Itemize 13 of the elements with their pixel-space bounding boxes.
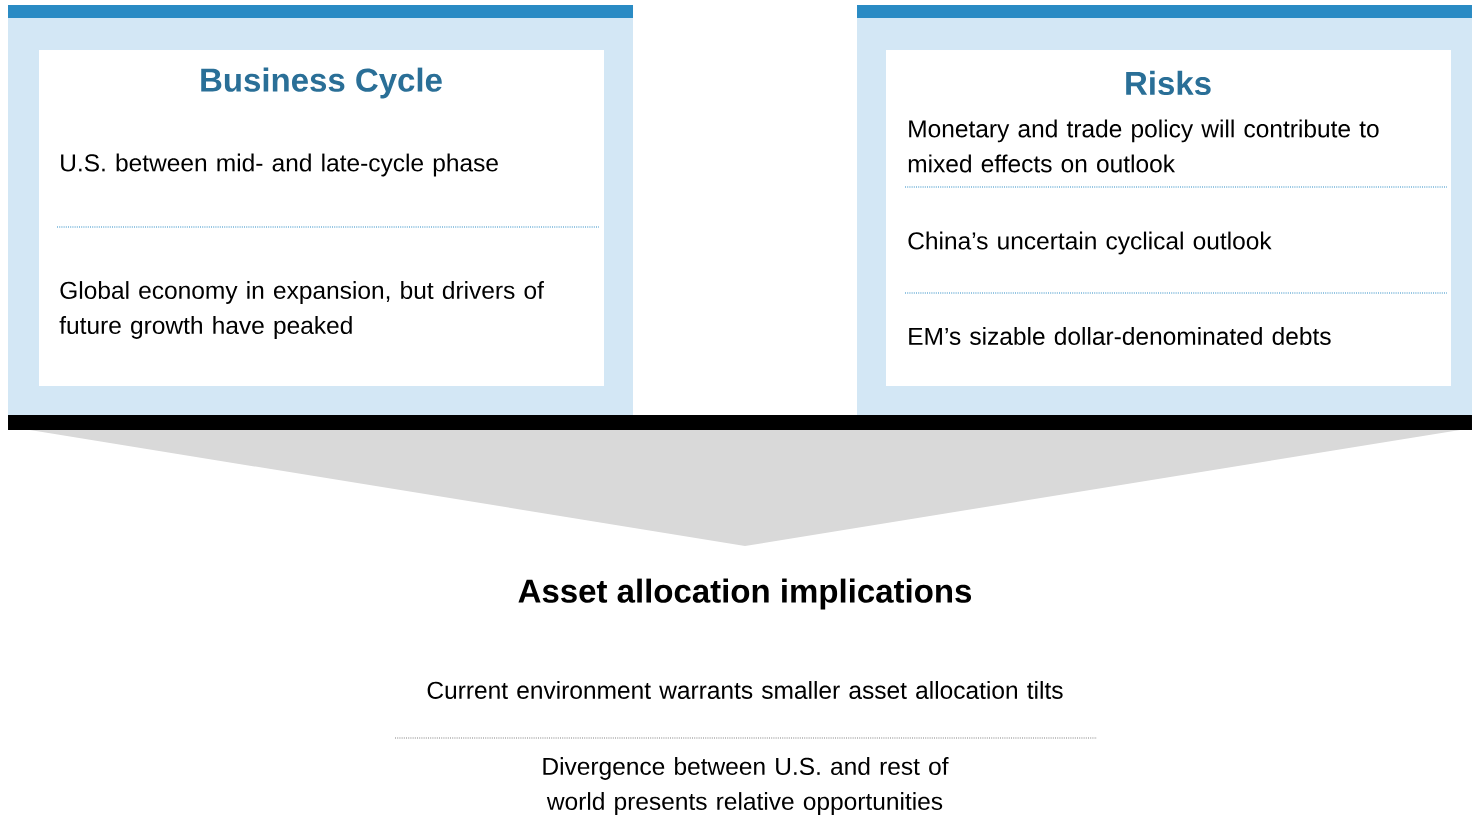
bullet-text: Current environment warrants smaller asset allocation tilts (427, 681, 1063, 699)
section-heading: Asset allocation implications (518, 578, 972, 610)
bullet-text: China’s uncertain cyclical outlook (908, 231, 1272, 255)
panel-heading: Risks (1126, 70, 1211, 96)
panel-card (8, 5, 633, 415)
node-text: Asset allocation implications Current environment warrants smaller asset allocation tilts Divergence between U.S. and rest of world presents relative opportunities (427, 578, 1063, 815)
bullet-text: U.S. between mid- and late-cycle phase (61, 153, 498, 177)
panel-card (857, 5, 1472, 415)
bullet-text: Monetary and trade policy will contribute to mixed effects on outlook (908, 119, 1379, 173)
bullet-text: Global economy in expansion, but drivers of future growth have peaked (59, 281, 544, 339)
panel-heading: Business Cycle (201, 67, 442, 99)
bullet-text: EM’s sizable dollar-denominated debts (909, 327, 1331, 345)
bullet-text: Divergence between U.S. and rest of world presents relative opportunities (543, 757, 949, 815)
